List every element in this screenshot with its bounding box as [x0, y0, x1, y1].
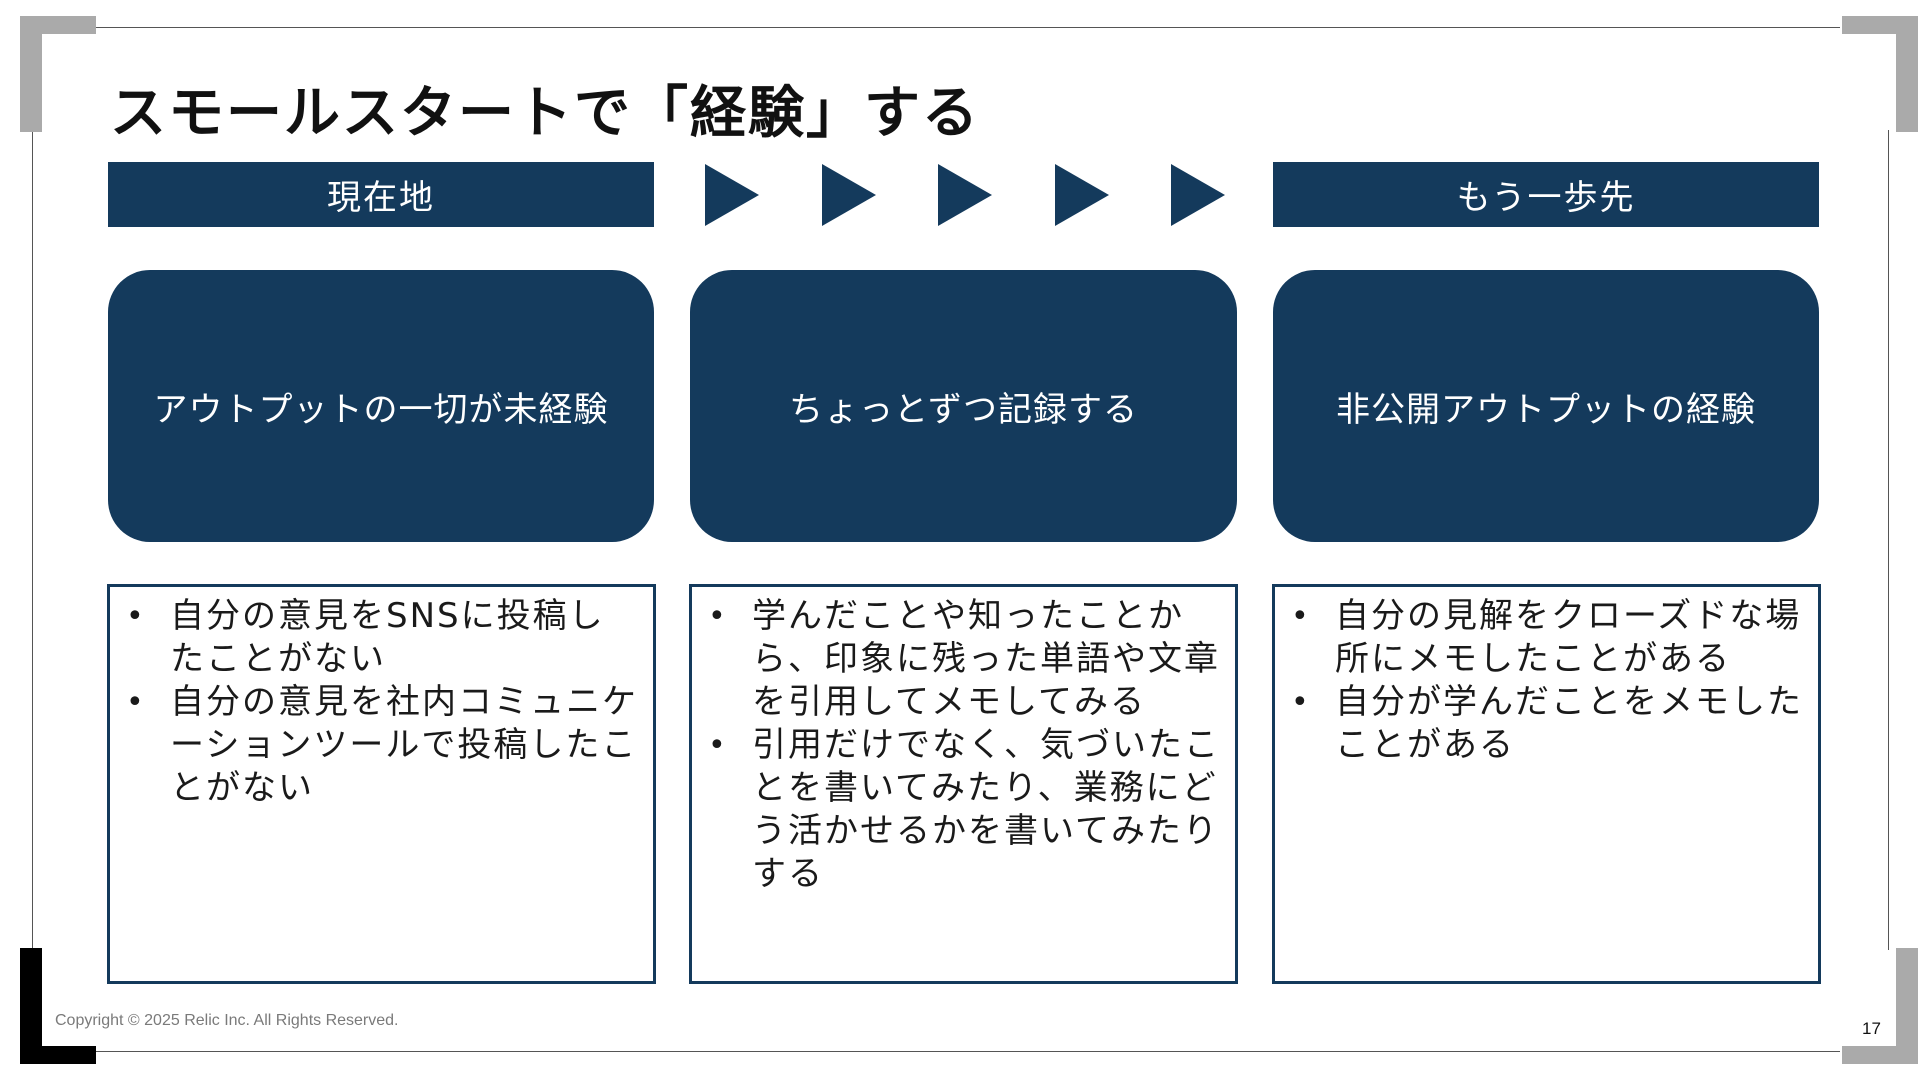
detail-item: 学んだことや知ったことから、印象に残った単語や文章を引用してメモしてみる	[702, 595, 1221, 724]
detail-box-next: 自分の見解をクローズドな場所にメモしたことがある 自分が学んだことをメモしたこと…	[1272, 584, 1821, 984]
detail-item: 自分が学んだことをメモしたことがある	[1285, 681, 1804, 767]
detail-list: 自分の見解をクローズドな場所にメモしたことがある 自分が学んだことをメモしたこと…	[1285, 595, 1804, 767]
step-label: ちょっとずつ記録する	[789, 389, 1138, 430]
step-label: アウトプットの一切が未経験	[153, 389, 609, 430]
copyright-notice: Copyright © 2025 Relic Inc. All Rights R…	[55, 1012, 399, 1029]
corner-bottom-right	[1842, 948, 1918, 1064]
detail-box-middle: 学んだことや知ったことから、印象に残った単語や文章を引用してメモしてみる 引用だ…	[689, 584, 1238, 984]
banner-current-location: 現在地	[108, 162, 654, 227]
step-card-current: アウトプットの一切が未経験	[108, 270, 654, 542]
frame-bottom-line	[80, 1051, 1840, 1052]
frame-right-line	[1888, 130, 1889, 950]
step-label: 非公開アウトプットの経験	[1336, 389, 1756, 430]
detail-list: 学んだことや知ったことから、印象に残った単語や文章を引用してメモしてみる 引用だ…	[702, 595, 1221, 896]
detail-item: 自分の見解をクローズドな場所にメモしたことがある	[1285, 595, 1804, 681]
detail-item: 自分の意見をSNSに投稿したことがない	[120, 595, 639, 681]
frame-top-line	[80, 27, 1840, 28]
arrow-right-icon	[705, 163, 759, 226]
detail-box-current: 自分の意見をSNSに投稿したことがない 自分の意見を社内コミュニケーションツール…	[107, 584, 656, 984]
frame-left-line	[32, 130, 33, 950]
detail-item: 引用だけでなく、気づいたことを書いてみたり、業務にどう活かせるかを書いてみたりす…	[702, 724, 1221, 896]
banner-next-step: もう一歩先	[1273, 162, 1819, 227]
arrow-right-icon	[821, 163, 876, 226]
detail-list: 自分の意見をSNSに投稿したことがない 自分の意見を社内コミュニケーションツール…	[120, 595, 639, 810]
arrow-right-icon	[1054, 163, 1109, 226]
corner-bottom-left	[20, 948, 96, 1064]
corner-top-left	[20, 16, 96, 132]
detail-item: 自分の意見を社内コミュニケーションツールで投稿したことがない	[120, 681, 639, 810]
page-number: 17	[1862, 1019, 1881, 1038]
arrow-right-icon	[1171, 163, 1225, 226]
slide-title: スモールスタートで「経験」する	[110, 81, 980, 146]
progress-arrows	[705, 162, 1225, 227]
arrow-right-icon	[938, 163, 992, 226]
step-card-next: 非公開アウトプットの経験	[1273, 270, 1819, 542]
corner-top-right	[1842, 16, 1918, 132]
step-card-middle: ちょっとずつ記録する	[690, 270, 1237, 542]
